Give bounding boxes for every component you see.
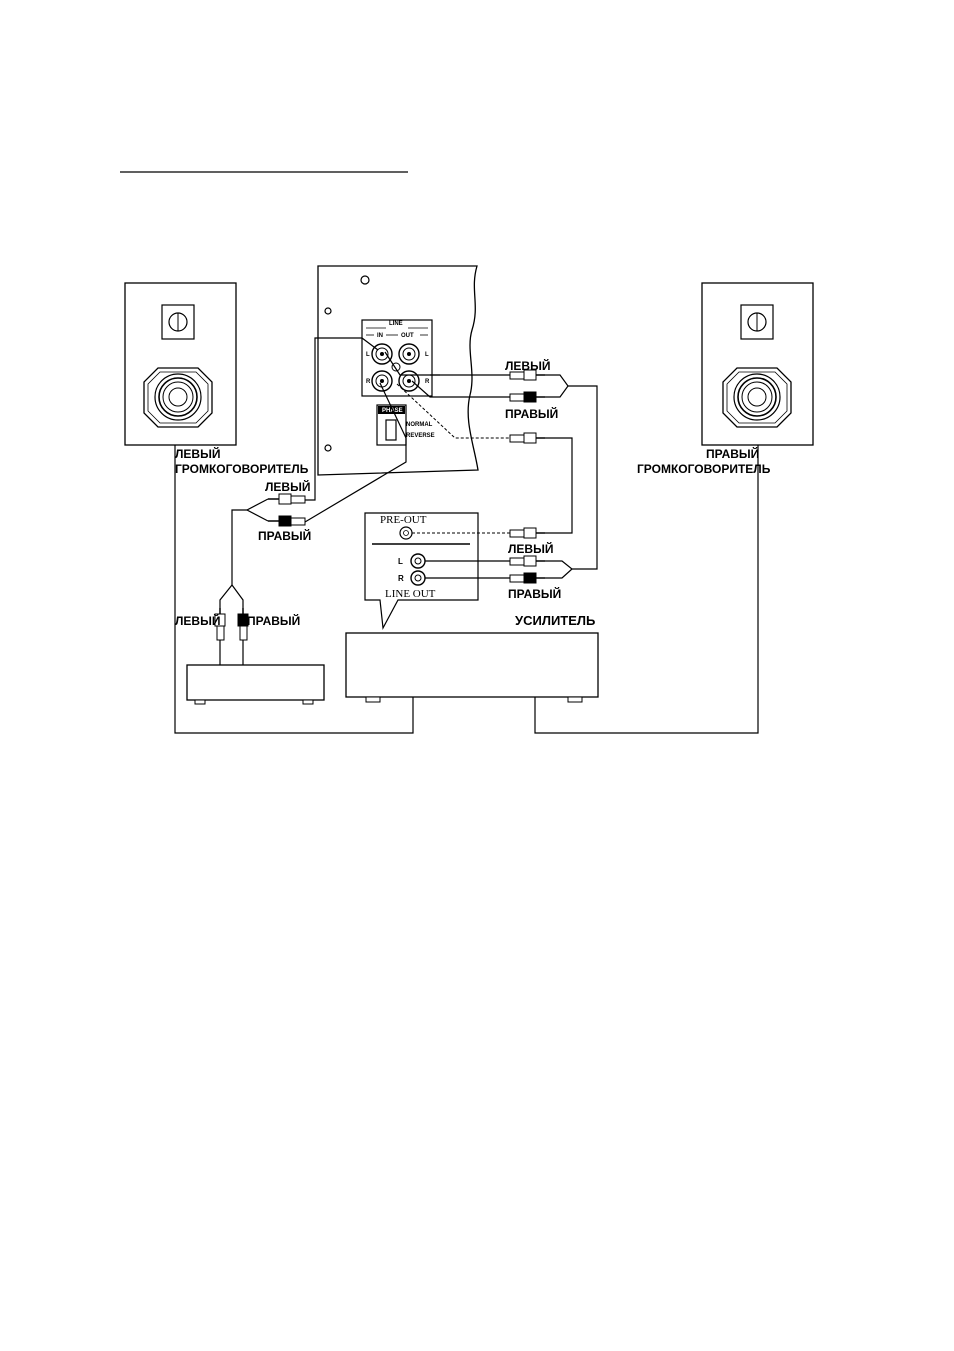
left-side-right-label: ПРАВЫЙ [258,528,311,543]
jack-amp-l-icon [411,554,425,568]
source-right-label: ПРАВЫЙ [247,613,300,628]
amp-left-label: ЛЕВЫЙ [508,541,553,556]
jack-out-l-label: L [425,352,429,358]
screw-icon [325,445,331,451]
jack-in-l-label: L [366,352,370,358]
phase-normal-label: NORMAL [406,422,433,428]
pre-out-label: PRE-OUT [380,514,427,526]
rca-plug-white-icon [510,556,545,566]
amp-right-label: ПРАВЫЙ [508,586,561,601]
source-device [187,665,324,704]
phase-reverse-label: REVERSE [406,433,435,439]
screw-icon [325,308,331,314]
rca-plug-white-icon [510,528,545,538]
rca-plug-black-icon [510,573,545,583]
jack-amp-r-icon [411,571,425,585]
woofer-icon [144,368,212,427]
phase-switch [386,420,396,440]
jack-in-r-label: R [366,379,371,385]
amp-r-label: R [398,574,404,583]
right-speaker [702,283,813,445]
rca-plug-black-icon [268,516,305,526]
top-right-cable-label: ПРАВЫЙ [505,406,558,421]
amplifier [346,633,598,702]
jack-out-r-label: R [425,379,430,385]
left-speaker-label-line1: ЛЕВЫЙ [175,446,220,461]
right-speaker-label-line2: ГРОМКОГОВОРИТЕЛЬ [637,462,771,476]
jack-out-l-icon [399,344,419,364]
left-speaker-label-line2: ГРОМКОГОВОРИТЕЛЬ [175,462,309,476]
woofer-icon [723,368,791,427]
jack-pre-out-icon [400,527,412,539]
rca-plug-black-icon [510,392,545,402]
line-label: LINE [389,321,403,327]
amp-output-panel [365,513,478,628]
source-left-label: ЛЕВЫЙ [175,613,220,628]
line-out-label: OUT [401,333,414,339]
rca-plug-white-icon [268,494,305,504]
left-side-left-label: ЛЕВЫЙ [265,479,310,494]
left-speaker [125,283,236,445]
right-speaker-label-line1: ПРАВЫЙ [706,446,759,461]
top-left-cable-label: ЛЕВЫЙ [505,358,550,373]
screw-icon [361,276,369,284]
amp-l-label: L [398,557,403,566]
amplifier-label: УСИЛИТЕЛЬ [515,613,595,628]
line-out-label: LINE OUT [385,588,436,600]
rca-plug-white-icon [510,433,545,443]
line-in-label: IN [377,333,383,339]
